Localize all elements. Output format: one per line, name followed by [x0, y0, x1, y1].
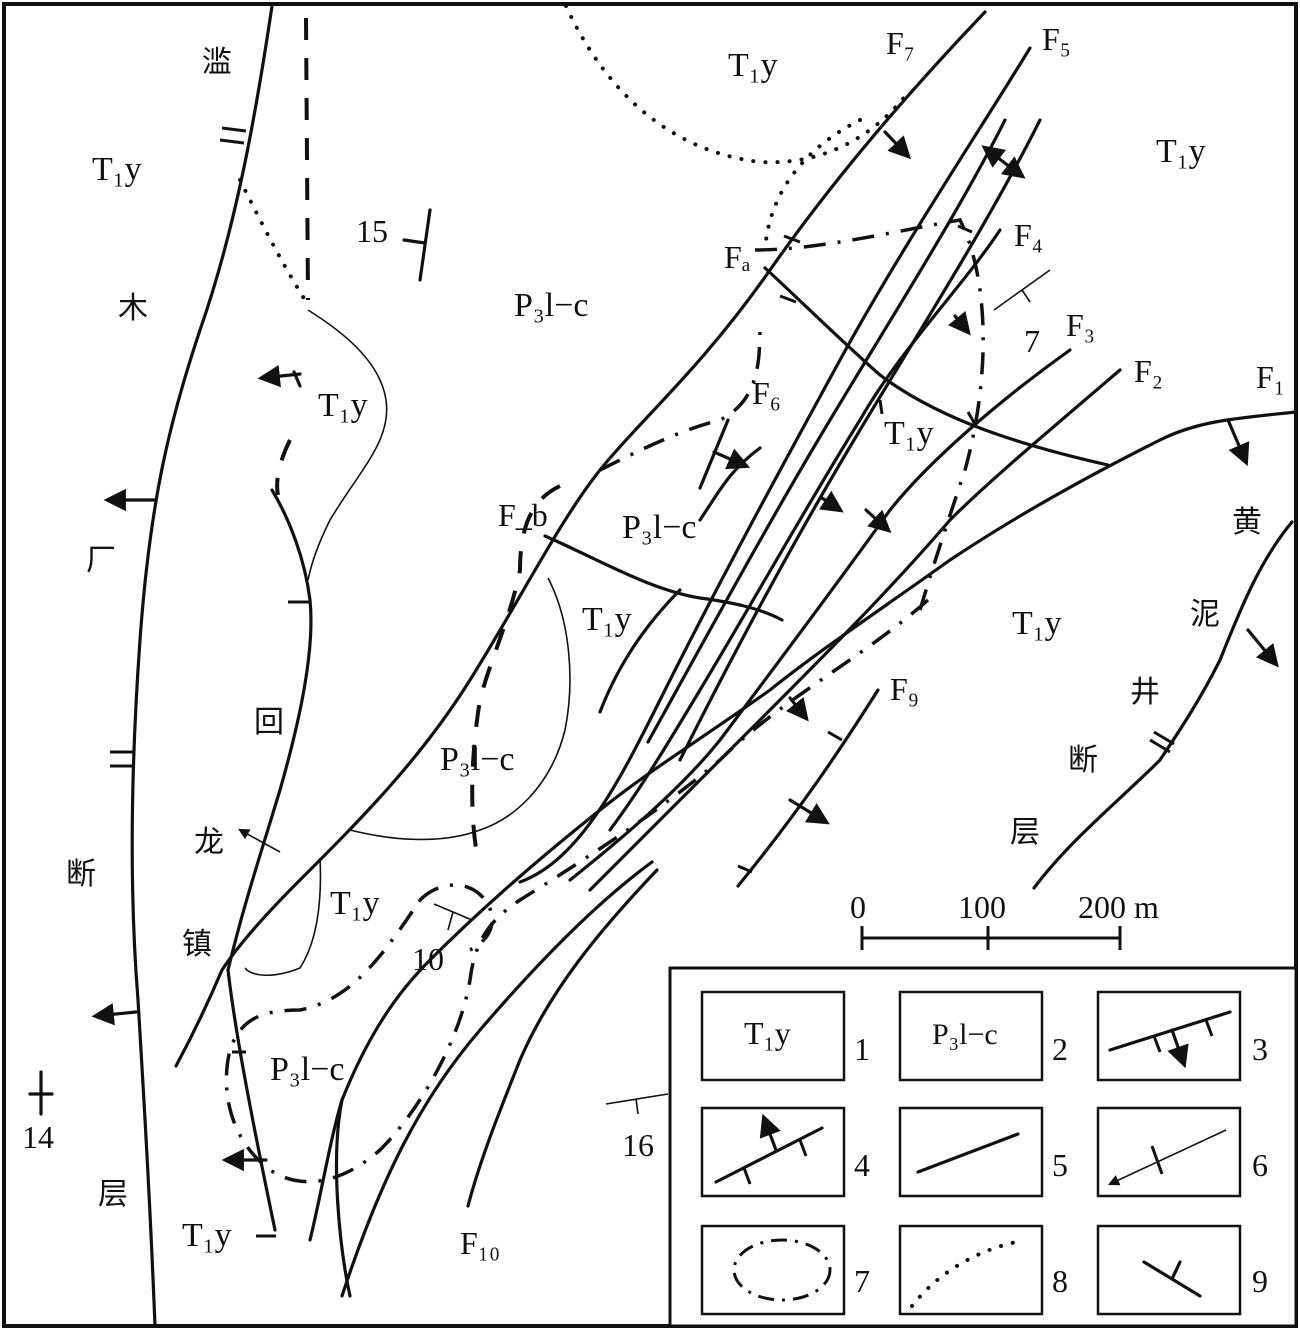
fault-label-fa: Fₐ — [724, 239, 751, 275]
town-name-char: 龙 — [194, 825, 224, 860]
fault-name-char: 井 — [1130, 675, 1160, 710]
legend-3-num: 3 — [1252, 1031, 1268, 1067]
fault-name-char: 层 — [1010, 815, 1040, 850]
fault-swarm — [518, 46, 1122, 892]
unit-label-t1y: T₁y — [1012, 605, 1062, 642]
huangnijing-fault-line — [1032, 520, 1294, 890]
huilongzhen-fault-ticks — [232, 600, 310, 1238]
legend-9-num: 9 — [1252, 1263, 1268, 1299]
unit-label-t1y: T₁y — [318, 387, 368, 424]
unit-label-t1y: T₁y — [330, 885, 380, 922]
fault-name-char: 泥 — [1190, 597, 1220, 632]
fault-name-char: 层 — [98, 1177, 128, 1212]
dashed-contact-west — [304, 17, 310, 301]
legend-1-num: 1 — [854, 1031, 870, 1067]
dotted-contact-top — [564, 4, 912, 165]
fault-f9 — [736, 688, 880, 888]
dip-symbol-14 — [28, 1070, 54, 1116]
dashdot-enclosure-south — [224, 598, 930, 1184]
fault-fa — [763, 266, 1110, 467]
fault-label-f7: F₇ — [886, 25, 915, 61]
unit-label-t1y: T₁y — [884, 415, 934, 452]
fault-label-fb: F_b — [498, 497, 548, 533]
fault-name-char: 黄 — [1232, 505, 1262, 540]
dashdot-enclosure-north — [754, 218, 985, 611]
legend-2-text: P₃l−c — [932, 1018, 998, 1051]
legend-4-num: 4 — [854, 1147, 870, 1183]
scale-label-100: 100 — [958, 889, 1006, 925]
dotted-contact-1 — [238, 178, 307, 302]
dip-value: 7 — [1024, 323, 1040, 359]
fault-name-char: 断 — [1068, 743, 1098, 778]
fault-name-char: 木 — [118, 291, 148, 326]
unit-label-t1y: T₁y — [728, 47, 778, 84]
t1y-contact-outline — [307, 309, 388, 581]
fault-f7 — [174, 10, 987, 1068]
fault-name-char: 厂 — [86, 543, 116, 578]
town-name-char: 回 — [254, 705, 284, 740]
unit-label-t1y: T₁y — [92, 151, 142, 188]
legend-2-num: 2 — [1052, 1031, 1068, 1067]
fault-label-f4: F₄ — [1014, 217, 1043, 253]
fault-label-f3: F₃ — [1066, 307, 1095, 343]
dip-value: 16 — [622, 1127, 654, 1163]
dip-value: 14 — [22, 1119, 54, 1155]
unit-label-t1y: T₁y — [1156, 133, 1206, 170]
fault-name-char: 滥 — [202, 45, 232, 80]
legend: T₁y 1 P₃l−c 2 3 4 5 6 7 8 9 — [668, 966, 1298, 1328]
legend-1-text: T₁y — [744, 1015, 791, 1051]
unit-label-p3lc: P₃l−c — [622, 509, 696, 546]
unit-label-t1y: T₁y — [582, 601, 632, 638]
unit-label-p3lc: P₃l−c — [514, 287, 588, 324]
dip-symbol-7 — [993, 269, 1051, 311]
unit-label-t1y: T₁y — [182, 1217, 232, 1254]
dip-symbol-f6 — [698, 418, 751, 490]
fault-fb — [543, 534, 784, 622]
dip-symbol-16 — [605, 1093, 669, 1115]
unit-label-p3lc: P₃l−c — [270, 1051, 344, 1088]
dip-value: 15 — [356, 213, 388, 249]
legend-6-num: 6 — [1252, 1147, 1268, 1183]
fault-label-f1: F₁ — [1256, 359, 1285, 395]
scale-label-200: 200 m — [1078, 889, 1159, 925]
legend-5-num: 5 — [1052, 1147, 1068, 1183]
legend-7-num: 7 — [854, 1263, 870, 1299]
dip-symbol-15 — [402, 208, 432, 282]
fault-label-f6: F₆ — [752, 375, 781, 411]
fault-label-f5: F₅ — [1042, 21, 1071, 57]
scale-label-0: 0 — [850, 889, 866, 925]
huilongzhen-fault-line — [226, 488, 313, 972]
fault-f1 — [308, 410, 1298, 1242]
lanmuchang-fault-ticks — [110, 126, 247, 768]
fault-label-f10: F₁₀ — [460, 1225, 500, 1261]
dashed-contact-center — [470, 484, 561, 861]
scale-bar: 0 100 200 m — [850, 889, 1159, 950]
dip-symbol-10 — [433, 903, 473, 931]
legend-8-num: 8 — [1052, 1263, 1068, 1299]
lanmuchang-fault-line — [130, 4, 274, 1328]
fault-label-f2: F₂ — [1134, 353, 1163, 389]
unit-label-p3lc: P₃l−c — [440, 741, 514, 778]
dip-value: 10 — [412, 941, 444, 977]
fault-name-char: 断 — [66, 857, 96, 892]
fault-f10 — [466, 868, 659, 1208]
town-name-char: 镇 — [182, 927, 212, 962]
fault-label-f9: F₉ — [890, 671, 919, 707]
lanmuchang-dip-arrows — [91, 488, 156, 1026]
